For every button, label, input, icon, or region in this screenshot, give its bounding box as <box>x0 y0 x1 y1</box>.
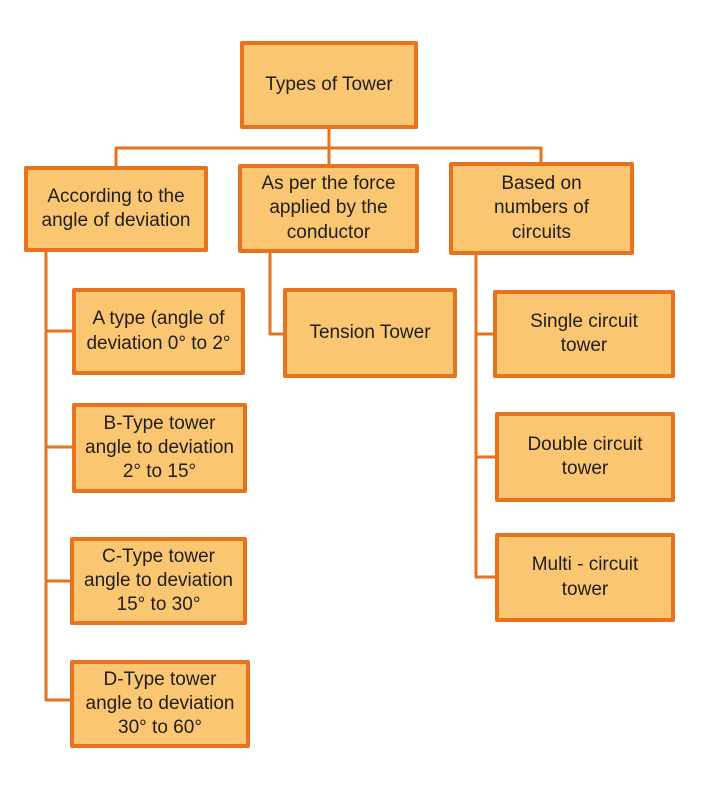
edge-root-bus <box>114 146 543 167</box>
edge-force-tension <box>268 252 284 336</box>
node-types-of-tower: Types of Tower <box>240 41 418 129</box>
node-single-circuit-tower: Single circuit tower <box>493 290 675 378</box>
node-d-type-tower: D-Type tower angle to deviation 30° to 6… <box>70 660 250 748</box>
node-b-type-tower: B-Type tower angle to deviation 2° to 15… <box>72 403 247 493</box>
node-c-type-tower: C-Type tower angle to deviation 15° to 3… <box>70 537 247 625</box>
node-based-on-numbers-of-circuits: Based on numbers of circuits <box>449 162 634 255</box>
node-a-type-tower: A type (angle of deviation 0° to 2° <box>72 288 245 375</box>
edge-circuits-spine <box>474 254 496 579</box>
node-tension-tower: Tension Tower <box>283 288 457 378</box>
node-double-circuit-tower: Double circuit tower <box>495 412 675 502</box>
edge-angle-spine <box>44 251 71 702</box>
node-multi-circuit-tower: Multi - circuit tower <box>495 533 675 622</box>
node-according-to-angle-of-deviation: According to the angle of deviation <box>24 166 208 252</box>
node-force-applied-by-conductor: As per the force applied by the conducto… <box>238 164 419 253</box>
